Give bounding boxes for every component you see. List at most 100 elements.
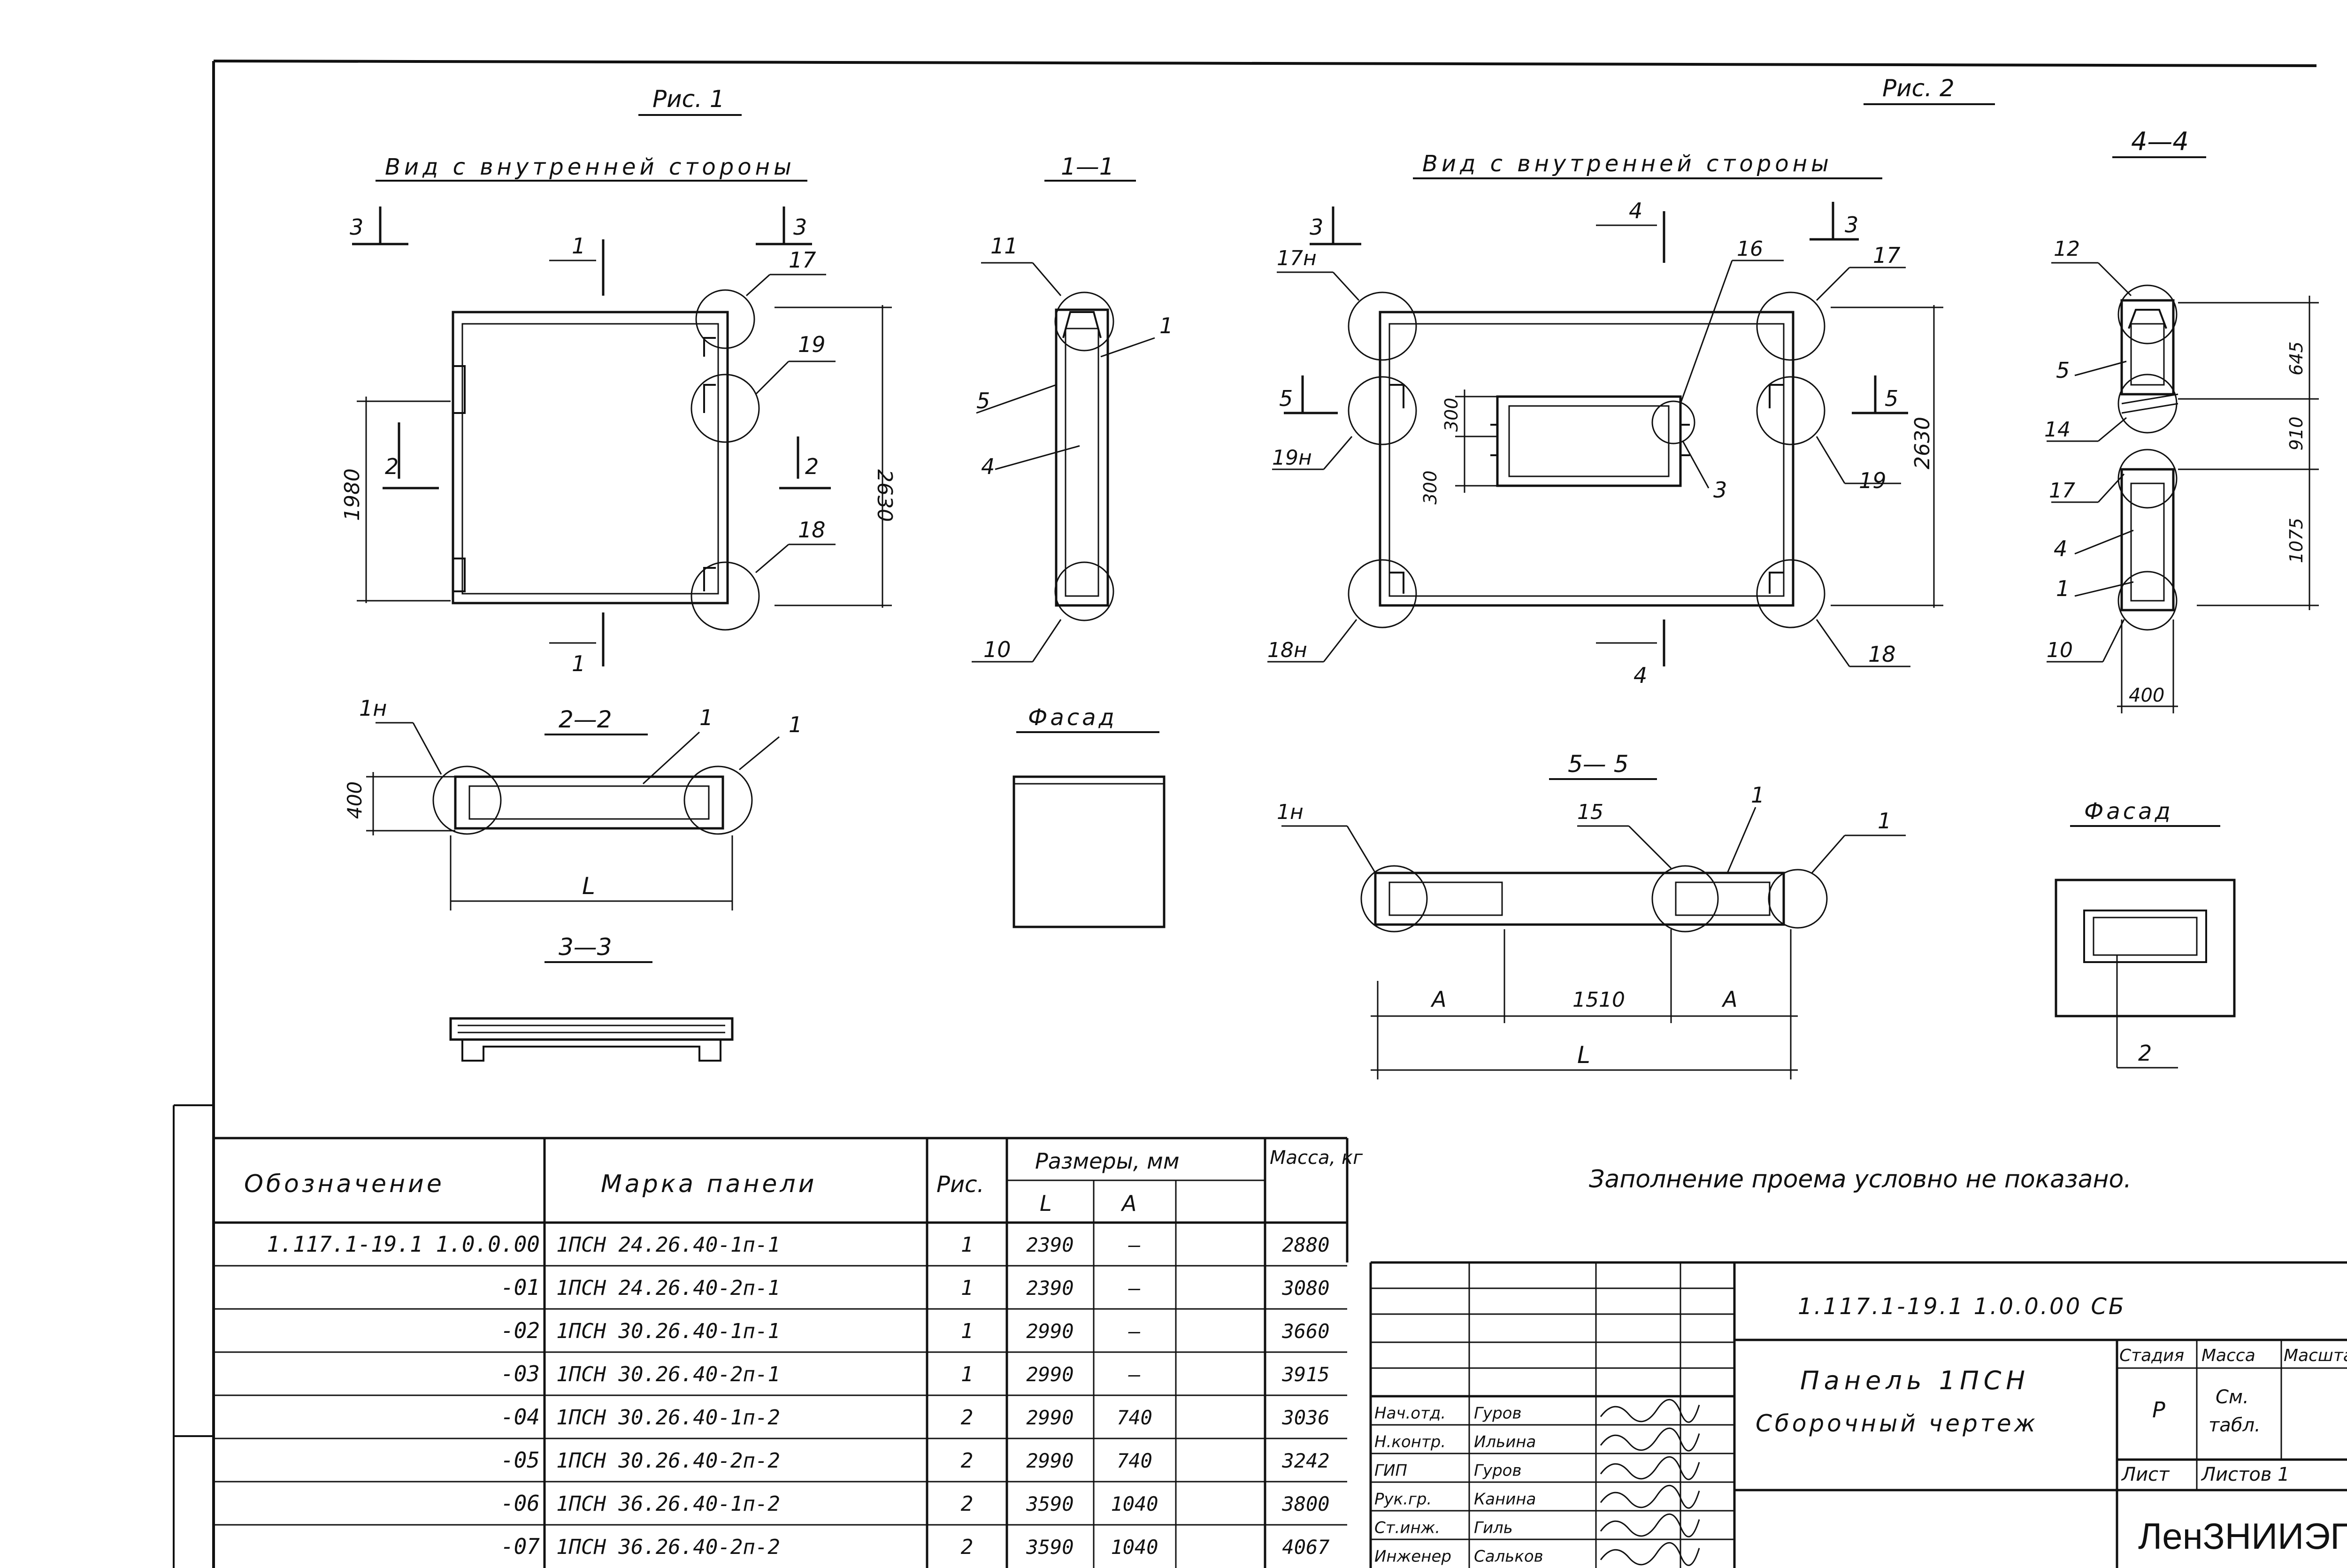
fig1-dim-opening: 1980 [340, 468, 364, 521]
table-row: -05 1ПСН 30.26.40-2п-2 2 2990 740 3242 [501, 1447, 1330, 1473]
fig2-view-title: Вид с внутренней стороны [1422, 151, 1833, 177]
cell-mass: 3242 [1281, 1449, 1329, 1472]
cell-L: 2990 [1026, 1320, 1074, 1343]
signer-name: Гуров [1474, 1404, 1522, 1423]
cell-panel-mark: 1ПСН 30.26.40-2п-2 [556, 1449, 780, 1473]
fig1-mark-2a: 2 [385, 454, 399, 479]
fig2-title: Рис. 2 [1882, 75, 1955, 102]
fig2-section-5-5: 5— 5 1н 15 1 1 А 1510 А L [1277, 750, 1906, 1079]
cell-A: 740 [1117, 1449, 1152, 1472]
cell-designation: -04 [501, 1404, 540, 1430]
spec-header-L: L [1040, 1191, 1052, 1216]
signer-row: Ст.инж.Гиль [1374, 1513, 1700, 1537]
cell-mass: 3800 [1281, 1492, 1329, 1515]
fig2-mark-18n: 18н [1267, 638, 1307, 662]
fig2-mark-4b: 4 [1634, 663, 1647, 688]
scale-label: Масштаб [2284, 1346, 2347, 1365]
cell-L: 2990 [1026, 1449, 1074, 1472]
fig1-mark-1d: 1 [699, 705, 713, 730]
cell-A: — [1127, 1233, 1140, 1256]
cell-A: — [1127, 1363, 1140, 1386]
fig1-mark-2b: 2 [805, 454, 819, 479]
fig2-mark-1c: 1 [1878, 808, 1891, 834]
stage-label: Стадия [2119, 1346, 2184, 1365]
signer-name: Ильина [1474, 1433, 1536, 1452]
cell-A: 1040 [1111, 1536, 1158, 1559]
fig1-mark-4: 4 [981, 454, 995, 479]
fig1-facade: Фасад [1012, 704, 1166, 928]
fig2-dim-910: 910 [2286, 416, 2307, 451]
cell-panel-mark: 1ПСН 30.26.40-1п-1 [556, 1319, 780, 1343]
fig1-mark-5: 5 [976, 388, 990, 413]
fig1-mark-1c: 1 [1159, 313, 1173, 338]
fig1-dim-height: 2630 [873, 469, 897, 522]
signer-role: Ст.инж. [1374, 1519, 1440, 1537]
signer-row: Инженер Сальков [1374, 1542, 1700, 1566]
fig2-mark-19n: 19н [1272, 446, 1312, 470]
signer-name: Канина [1474, 1490, 1536, 1509]
fig2-mark-3a: 3 [1310, 214, 1323, 240]
fig1-mark-1b: 1 [572, 651, 585, 676]
fig2-mark-5a: 5 [1279, 386, 1293, 411]
fig1-mark-19: 19 [798, 332, 826, 357]
fig2-main-view: 3 3 4 4 5 5 16 3 17 17н 19н 19 18н 18 [1267, 198, 1943, 688]
cell-mass: 3080 [1281, 1277, 1329, 1300]
signature-mark [1600, 1542, 1700, 1566]
cell-mass: 3915 [1281, 1363, 1329, 1386]
fig2-mark-1b: 1 [1751, 782, 1764, 808]
fig2-mark-17b: 17 [2049, 479, 2075, 503]
fig1-mark-11: 11 [990, 233, 1018, 259]
sheet-frame [173, 60, 2317, 1568]
fig2-dim-A1: А [1430, 987, 1446, 1012]
cell-designation: -05 [501, 1447, 540, 1473]
fig2-mark-18: 18 [1868, 642, 1896, 667]
cell-fig: 2 [961, 1449, 974, 1473]
fig2-section-5-5-title: 5— 5 [1568, 750, 1629, 778]
fig1-main-view: 3 3 1 1 2 2 17 19 18 2630 1980 [340, 207, 897, 676]
fig1-mark-1a: 1 [572, 233, 585, 259]
cell-mass: 3036 [1281, 1406, 1329, 1429]
fig2-dim-height: 2630 [1910, 417, 1934, 469]
mass-label: Масса [2201, 1346, 2255, 1365]
fig2-headings: Рис. 2 Вид с внутренней стороны [1413, 75, 1995, 179]
fig2-mark-5c: 5 [2056, 358, 2070, 383]
spec-header-mass: Масса, кг [1270, 1147, 1363, 1169]
fig2-mark-3b: 3 [1845, 212, 1858, 237]
cell-fig: 1 [961, 1362, 974, 1386]
cell-L: 2990 [1026, 1363, 1074, 1386]
fig2-mark-19: 19 [1859, 468, 1887, 493]
fig2-dim-400: 400 [2129, 685, 2164, 706]
fig2-mark-3c: 3 [1713, 477, 1727, 503]
mass-value-2: табл. [2209, 1415, 2261, 1436]
fig2-dim-645: 645 [2286, 341, 2307, 375]
fig1-dim-thickness: 400 [343, 781, 366, 819]
fig2-dim-300a: 300 [1441, 398, 1462, 432]
cell-designation: -03 [501, 1361, 540, 1386]
signer-role: Рук.гр. [1374, 1490, 1432, 1509]
sheet-label: Лист [2121, 1464, 2170, 1485]
fig1-section-2-2: 2—2 1н 1 1 400 L [343, 696, 802, 910]
fig2-mark-17: 17 [1873, 243, 1901, 268]
cell-fig: 2 [961, 1535, 974, 1559]
signer-name: Сальков [1474, 1547, 1543, 1566]
cell-L: 3590 [1026, 1536, 1074, 1559]
cell-panel-mark: 1ПСН 36.26.40-1п-2 [556, 1492, 780, 1516]
org-name: ЛенЗНИИЭП [2138, 1515, 2347, 1557]
signature-mark [1600, 1399, 1700, 1423]
fig1-view-title: Вид с внутренней стороны [385, 154, 795, 180]
fig2-dim-1075: 1075 [2286, 518, 2307, 563]
cell-designation: 1.117.1-19.1 1.0.0.00 [267, 1231, 540, 1257]
signer-role: Нач.отд. [1374, 1404, 1446, 1423]
cell-L: 3590 [1026, 1492, 1074, 1515]
spec-header-panel-mark: Марка панели [601, 1170, 817, 1198]
signer-role: Инженер [1374, 1547, 1451, 1566]
fig2-mark-10: 10 [2047, 638, 2073, 662]
spec-header-sizes: Размеры, мм [1035, 1148, 1180, 1174]
fig2-section-4-4-title: 4—4 [2131, 127, 2189, 156]
